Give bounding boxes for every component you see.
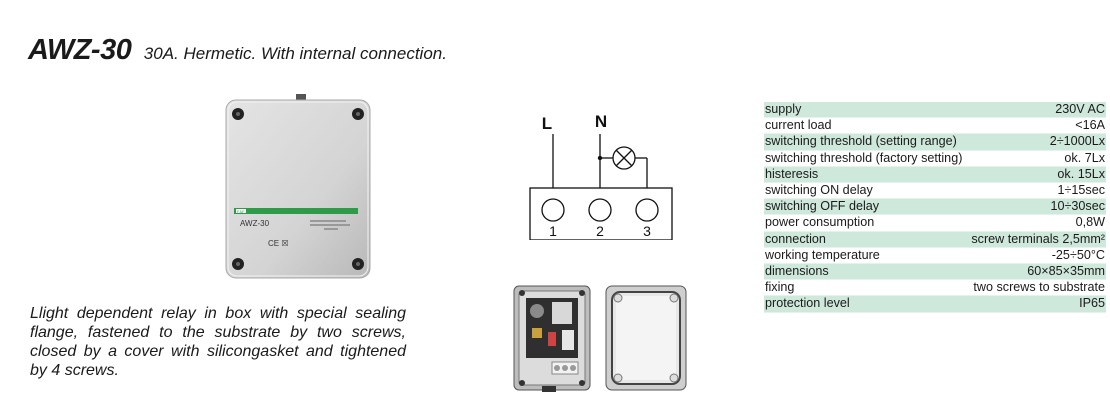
- model-subtitle: 30A. Hermetic. With internal connection.: [143, 44, 447, 63]
- spec-param: protection level: [764, 295, 968, 313]
- spec-value: <16A: [967, 117, 1106, 135]
- spec-value: screw terminals 2,5mm²: [967, 231, 1106, 248]
- spec-value: two screws to substrate: [967, 279, 1106, 297]
- lamp-icon: [612, 146, 636, 170]
- spec-value: ok. 15Lx: [967, 166, 1106, 184]
- certification-marks: CE ☒: [268, 239, 289, 248]
- spec-param: current load: [764, 117, 968, 135]
- line-label: L: [542, 114, 552, 133]
- spec-row: switching threshold (factory setting)ok.…: [764, 150, 1106, 167]
- terminal-3: [635, 198, 659, 222]
- terminal-1: [541, 198, 565, 222]
- spec-param: working temperature: [764, 247, 968, 265]
- product-description: Llight dependent relay in box with speci…: [30, 305, 406, 379]
- spec-param: switching ON delay: [764, 182, 968, 200]
- spec-param: switching threshold (factory setting): [764, 150, 968, 167]
- wiring-diagram: L N 1 2 3: [520, 100, 680, 241]
- terminal-3-label: 3: [643, 223, 651, 239]
- product-title: AWZ-30 30A. Hermetic. With internal conn…: [28, 34, 447, 67]
- brand-logo: F&F: [237, 209, 245, 214]
- device-photo: F&F AWZ-30 CE ☒: [224, 92, 372, 280]
- spec-value: 60×85×35mm: [967, 263, 1106, 281]
- device-label: AWZ-30: [240, 219, 270, 228]
- model-name: AWZ-30: [28, 34, 132, 66]
- spec-value: 0,8W: [967, 214, 1106, 232]
- spec-value: 230V AC: [967, 102, 1106, 119]
- cover-photo: [605, 285, 687, 391]
- spec-value: IP65: [967, 295, 1106, 313]
- label-strip: [234, 208, 358, 214]
- spec-param: connection: [764, 231, 968, 248]
- spec-value: ok. 7Lx: [967, 150, 1106, 167]
- spec-value: 2÷1000Lx: [967, 133, 1106, 151]
- terminal-2: [588, 198, 612, 222]
- spec-param: fixing: [764, 279, 968, 297]
- spec-value: 1÷15sec: [967, 182, 1106, 200]
- spec-param: power consumption: [764, 214, 968, 232]
- spec-param: switching threshold (setting range): [764, 133, 968, 151]
- neutral-label: N: [595, 112, 607, 131]
- spec-value: -25÷50°C: [967, 247, 1106, 265]
- spec-row: current load<16A: [764, 117, 1106, 135]
- spec-param: histeresis: [764, 166, 968, 184]
- terminal-1-label: 1: [549, 223, 557, 239]
- spec-param: dimensions: [764, 263, 968, 281]
- spec-row: switching threshold (setting range)2÷100…: [764, 133, 1106, 151]
- spec-row: working temperature-25÷50°C: [764, 247, 1106, 265]
- terminal-2-label: 2: [596, 223, 604, 239]
- spec-param: switching OFF delay: [764, 198, 968, 216]
- interior-photos: [512, 284, 690, 394]
- open-box-photo: [513, 285, 591, 392]
- spec-param: supply: [764, 102, 968, 119]
- spec-value: 10÷30sec: [967, 198, 1106, 216]
